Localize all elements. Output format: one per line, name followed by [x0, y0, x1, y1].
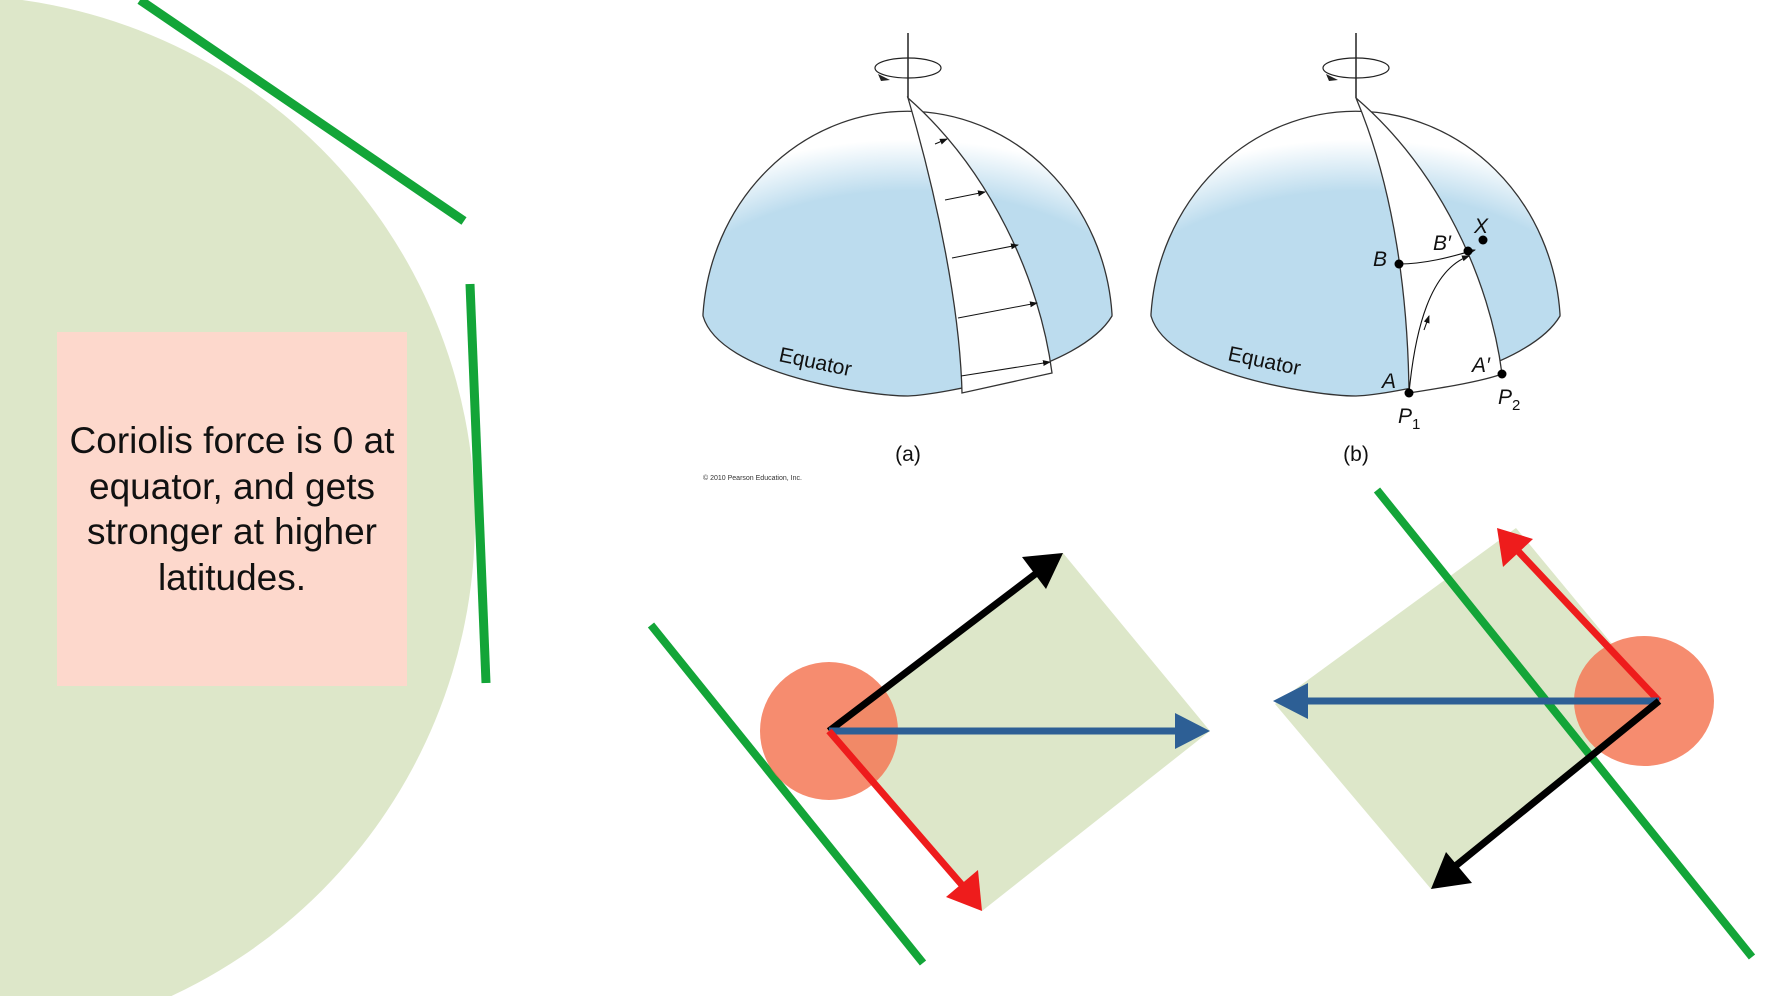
- point-X: X: [1473, 215, 1489, 238]
- point-P1: P1: [1398, 405, 1420, 433]
- figure-hemispheres: Equator (a) Equator A A′ B B′ X P1 P2: [702, 33, 1561, 482]
- black-arrowhead-right: [1431, 852, 1472, 889]
- tangent-line-upper: [137, 0, 467, 225]
- caption-box: Coriolis force is 0 at equator, and gets…: [57, 332, 407, 686]
- point-B-prime: B′: [1433, 232, 1452, 255]
- parallelogram-right: [1275, 528, 1660, 889]
- red-arrowhead-right: [1497, 528, 1533, 567]
- force-diagram-right: [1273, 487, 1756, 960]
- panel-label-a: (a): [895, 443, 921, 466]
- force-diagram-left: [647, 553, 1210, 966]
- black-arrowhead-left: [1022, 553, 1063, 589]
- red-arrow-right: [1514, 547, 1662, 704]
- blue-arrowhead-right: [1273, 683, 1308, 719]
- point-A: A: [1380, 370, 1396, 393]
- panel-label-b: (b): [1343, 443, 1369, 466]
- copyright-notice: © 2010 Pearson Education, Inc.: [703, 474, 802, 482]
- blue-arrowhead-left: [1175, 713, 1210, 749]
- hemisphere-b: Equator A A′ B B′ X P1 P2 (b): [1150, 33, 1561, 466]
- black-arrow-right: [1450, 698, 1662, 871]
- caption-text: Coriolis force is 0 at equator, and gets…: [69, 420, 395, 598]
- surface-line-left: [647, 622, 927, 966]
- point-B: B: [1373, 248, 1387, 271]
- point-P2: P2: [1498, 386, 1520, 414]
- point-A-prime: A′: [1470, 354, 1491, 377]
- surface-line-right: [1373, 487, 1756, 960]
- hemisphere-a: Equator (a): [702, 33, 1113, 466]
- red-arrowhead-left: [946, 870, 982, 911]
- black-arrow-left: [826, 569, 1041, 734]
- red-arrow-left: [826, 728, 965, 888]
- tangent-line-equator: [465, 283, 491, 684]
